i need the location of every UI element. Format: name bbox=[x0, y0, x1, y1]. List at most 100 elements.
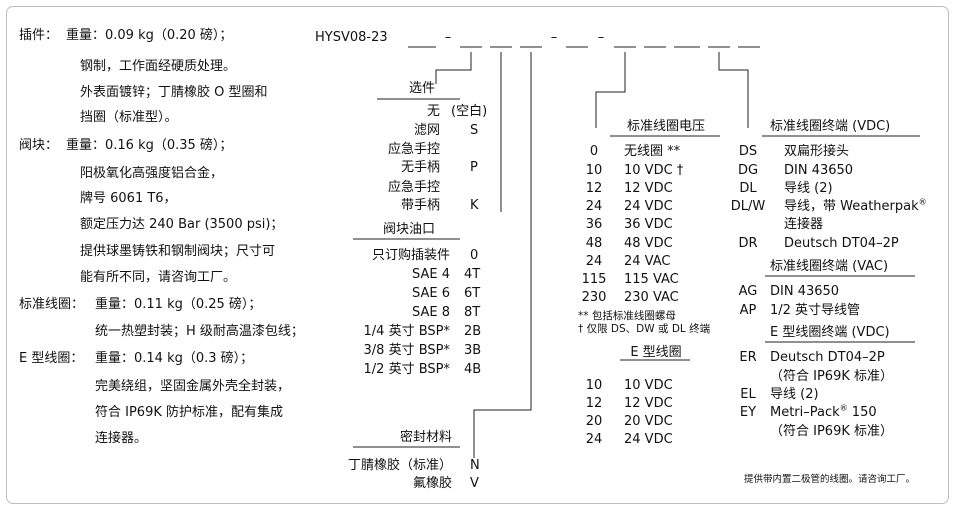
std-voltage-label: 115 VAC bbox=[624, 272, 679, 287]
std-voltage-label: 230 VAC bbox=[624, 290, 679, 305]
port-label: 只订购插装件 bbox=[371, 248, 450, 263]
e-term-code: EY bbox=[739, 405, 757, 420]
std-coil-line-1: 重量：0.11 kg（0.25 磅）； bbox=[95, 297, 262, 312]
std-voltage-code: 10 bbox=[585, 163, 603, 178]
std-term-label: 导线 (2) bbox=[784, 181, 833, 196]
std-term-code: DR bbox=[738, 236, 758, 251]
port-code: 6T bbox=[464, 286, 481, 301]
option-code: K bbox=[470, 198, 479, 213]
body-line-6: 能有所不同，请咨询工厂。 bbox=[80, 270, 237, 285]
cartridge-line-2: 钢制，工作面经硬质处理。 bbox=[80, 59, 237, 74]
options-leader bbox=[435, 52, 472, 84]
cartridge-line-1: 重量：0.09 kg（0.20 磅）； bbox=[66, 28, 233, 43]
std-term-code: DL bbox=[739, 181, 757, 196]
std-voltage-label: 无线圈 ** bbox=[624, 144, 681, 159]
e-term-label: Deutsch DT04–2P bbox=[770, 350, 885, 365]
std-term-label: 连接器 bbox=[784, 217, 824, 232]
std-voltage-title: 标准线圈电压 bbox=[626, 119, 706, 134]
e-coil-line-3: 符合 IP69K 防护标准，配有集成 bbox=[95, 405, 284, 420]
option-code: (空白) bbox=[451, 104, 488, 119]
std-voltage-code: 24 bbox=[585, 254, 603, 269]
port-code: 3B bbox=[464, 343, 482, 358]
std-voltage-label: 24 VDC bbox=[624, 199, 673, 214]
seal-code: N bbox=[470, 458, 480, 473]
registered-mark: ® bbox=[918, 197, 927, 207]
e-term-code: EL bbox=[740, 387, 756, 402]
body-line-4: 额定压力达 240 Bar (3500 psi)； bbox=[80, 217, 284, 232]
std-coil-line-2: 统一热塑封装；H 级耐高温漆包线； bbox=[95, 324, 304, 339]
e-voltage-label: 12 VDC bbox=[624, 396, 673, 411]
std-term-code: DG bbox=[737, 163, 759, 178]
std-voltage-label: 12 VDC bbox=[624, 181, 673, 196]
vac-term-code: AG bbox=[738, 284, 758, 299]
e-term-label: （符合 IP69K 标准） bbox=[770, 424, 894, 439]
e-voltage-title: E 型线圈 bbox=[630, 345, 682, 360]
port-label: 3/8 英寸 BSP* bbox=[363, 343, 450, 358]
port-label: 1/2 英寸 BSP* bbox=[363, 362, 450, 377]
cartridge-line-4: 挡圈（标准型）。 bbox=[80, 110, 178, 125]
port-label: 1/4 英寸 BSP* bbox=[363, 324, 450, 339]
std-term-label: 导线，带 Weatherpak® bbox=[784, 197, 927, 215]
body-line-3: 牌号 6061 T6， bbox=[80, 191, 177, 206]
std-voltage-code: 24 bbox=[585, 199, 603, 214]
std-voltage-code: 48 bbox=[585, 236, 603, 251]
model-dash-3: – bbox=[597, 30, 605, 45]
port-label: SAE 4 bbox=[411, 267, 450, 282]
body-line-1: 重量：0.16 kg（0.35 磅）； bbox=[66, 138, 233, 153]
body-label: 阀块： bbox=[19, 138, 59, 153]
options-title: 选件 bbox=[408, 81, 436, 96]
e-term-label: 导线 (2) bbox=[770, 387, 819, 402]
e-voltage-code: 24 bbox=[585, 432, 603, 447]
seals-leader bbox=[473, 52, 532, 458]
option-label: 无手柄 bbox=[400, 160, 440, 175]
std-coil-label: 标准线圈： bbox=[19, 297, 85, 312]
option-label: 应急手控 bbox=[387, 142, 440, 157]
option-label: 无 bbox=[426, 104, 440, 119]
seal-code: V bbox=[470, 476, 479, 491]
e-term-title: E 型线圈终端 (VDC) bbox=[770, 325, 890, 340]
e-term-code: ER bbox=[739, 350, 757, 365]
e-voltage-label: 24 VDC bbox=[624, 432, 673, 447]
ports-title: 阀块油口 bbox=[382, 222, 436, 237]
registered-mark: ® bbox=[839, 403, 848, 413]
port-label: SAE 8 bbox=[411, 305, 450, 320]
e-coil-line-2: 完美绕组，坚固金属外壳全封装， bbox=[95, 379, 291, 394]
std-voltage-code: 115 bbox=[581, 272, 607, 287]
port-code: 8T bbox=[464, 305, 481, 320]
std-voltage-leader bbox=[595, 52, 626, 128]
option-label: 应急手控 bbox=[387, 180, 440, 195]
std-voltage-note-1: ** 包括标准线圈螺母 bbox=[578, 310, 676, 322]
std-voltage-code: 230 bbox=[581, 290, 607, 305]
footnote: 提供带内置二极管的线圈。请咨询工厂。 bbox=[743, 474, 915, 485]
vac-term-label: 1/2 英寸导线管 bbox=[770, 303, 861, 318]
terminal-leader bbox=[718, 52, 749, 128]
std-voltage-label: 36 VDC bbox=[624, 217, 673, 232]
std-voltage-label: 48 VDC bbox=[624, 236, 673, 251]
port-code: 4B bbox=[464, 362, 482, 377]
std-voltage-label: 24 VAC bbox=[624, 254, 671, 269]
e-voltage-code: 20 bbox=[585, 414, 603, 429]
e-coil-label: E 型线圈： bbox=[19, 351, 84, 366]
e-voltage-label: 10 VDC bbox=[624, 378, 673, 393]
std-voltage-code: 36 bbox=[585, 217, 603, 232]
e-term-label: Metri–Pack® 150 bbox=[770, 403, 877, 421]
port-code: 0 bbox=[470, 248, 479, 263]
e-coil-line-4: 连接器。 bbox=[95, 431, 148, 446]
e-term-label-tail: 150 bbox=[847, 405, 877, 420]
option-code: S bbox=[470, 123, 479, 138]
std-voltage-code: 12 bbox=[585, 181, 603, 196]
model-dash-2: – bbox=[550, 30, 558, 45]
port-code: 4T bbox=[464, 267, 481, 282]
e-voltage-label: 20 VDC bbox=[624, 414, 673, 429]
std-voltage-code: 0 bbox=[589, 144, 599, 159]
e-term-label-text: Metri–Pack bbox=[770, 405, 840, 420]
option-code: P bbox=[470, 160, 478, 175]
std-voltage-note-2: † 仅限 DS、DW 或 DL 终端 bbox=[578, 323, 711, 335]
port-code: 2B bbox=[464, 324, 482, 339]
cartridge-line-3: 外表面镀锌；丁腈橡胶 O 型圈和 bbox=[80, 85, 268, 100]
e-voltage-code: 12 bbox=[585, 396, 603, 411]
seals-title: 密封材料 bbox=[399, 430, 453, 445]
std-term-code: DS bbox=[738, 144, 758, 159]
vac-term-label: DIN 43650 bbox=[770, 284, 840, 299]
std-term-label: Deutsch DT04–2P bbox=[784, 236, 899, 251]
